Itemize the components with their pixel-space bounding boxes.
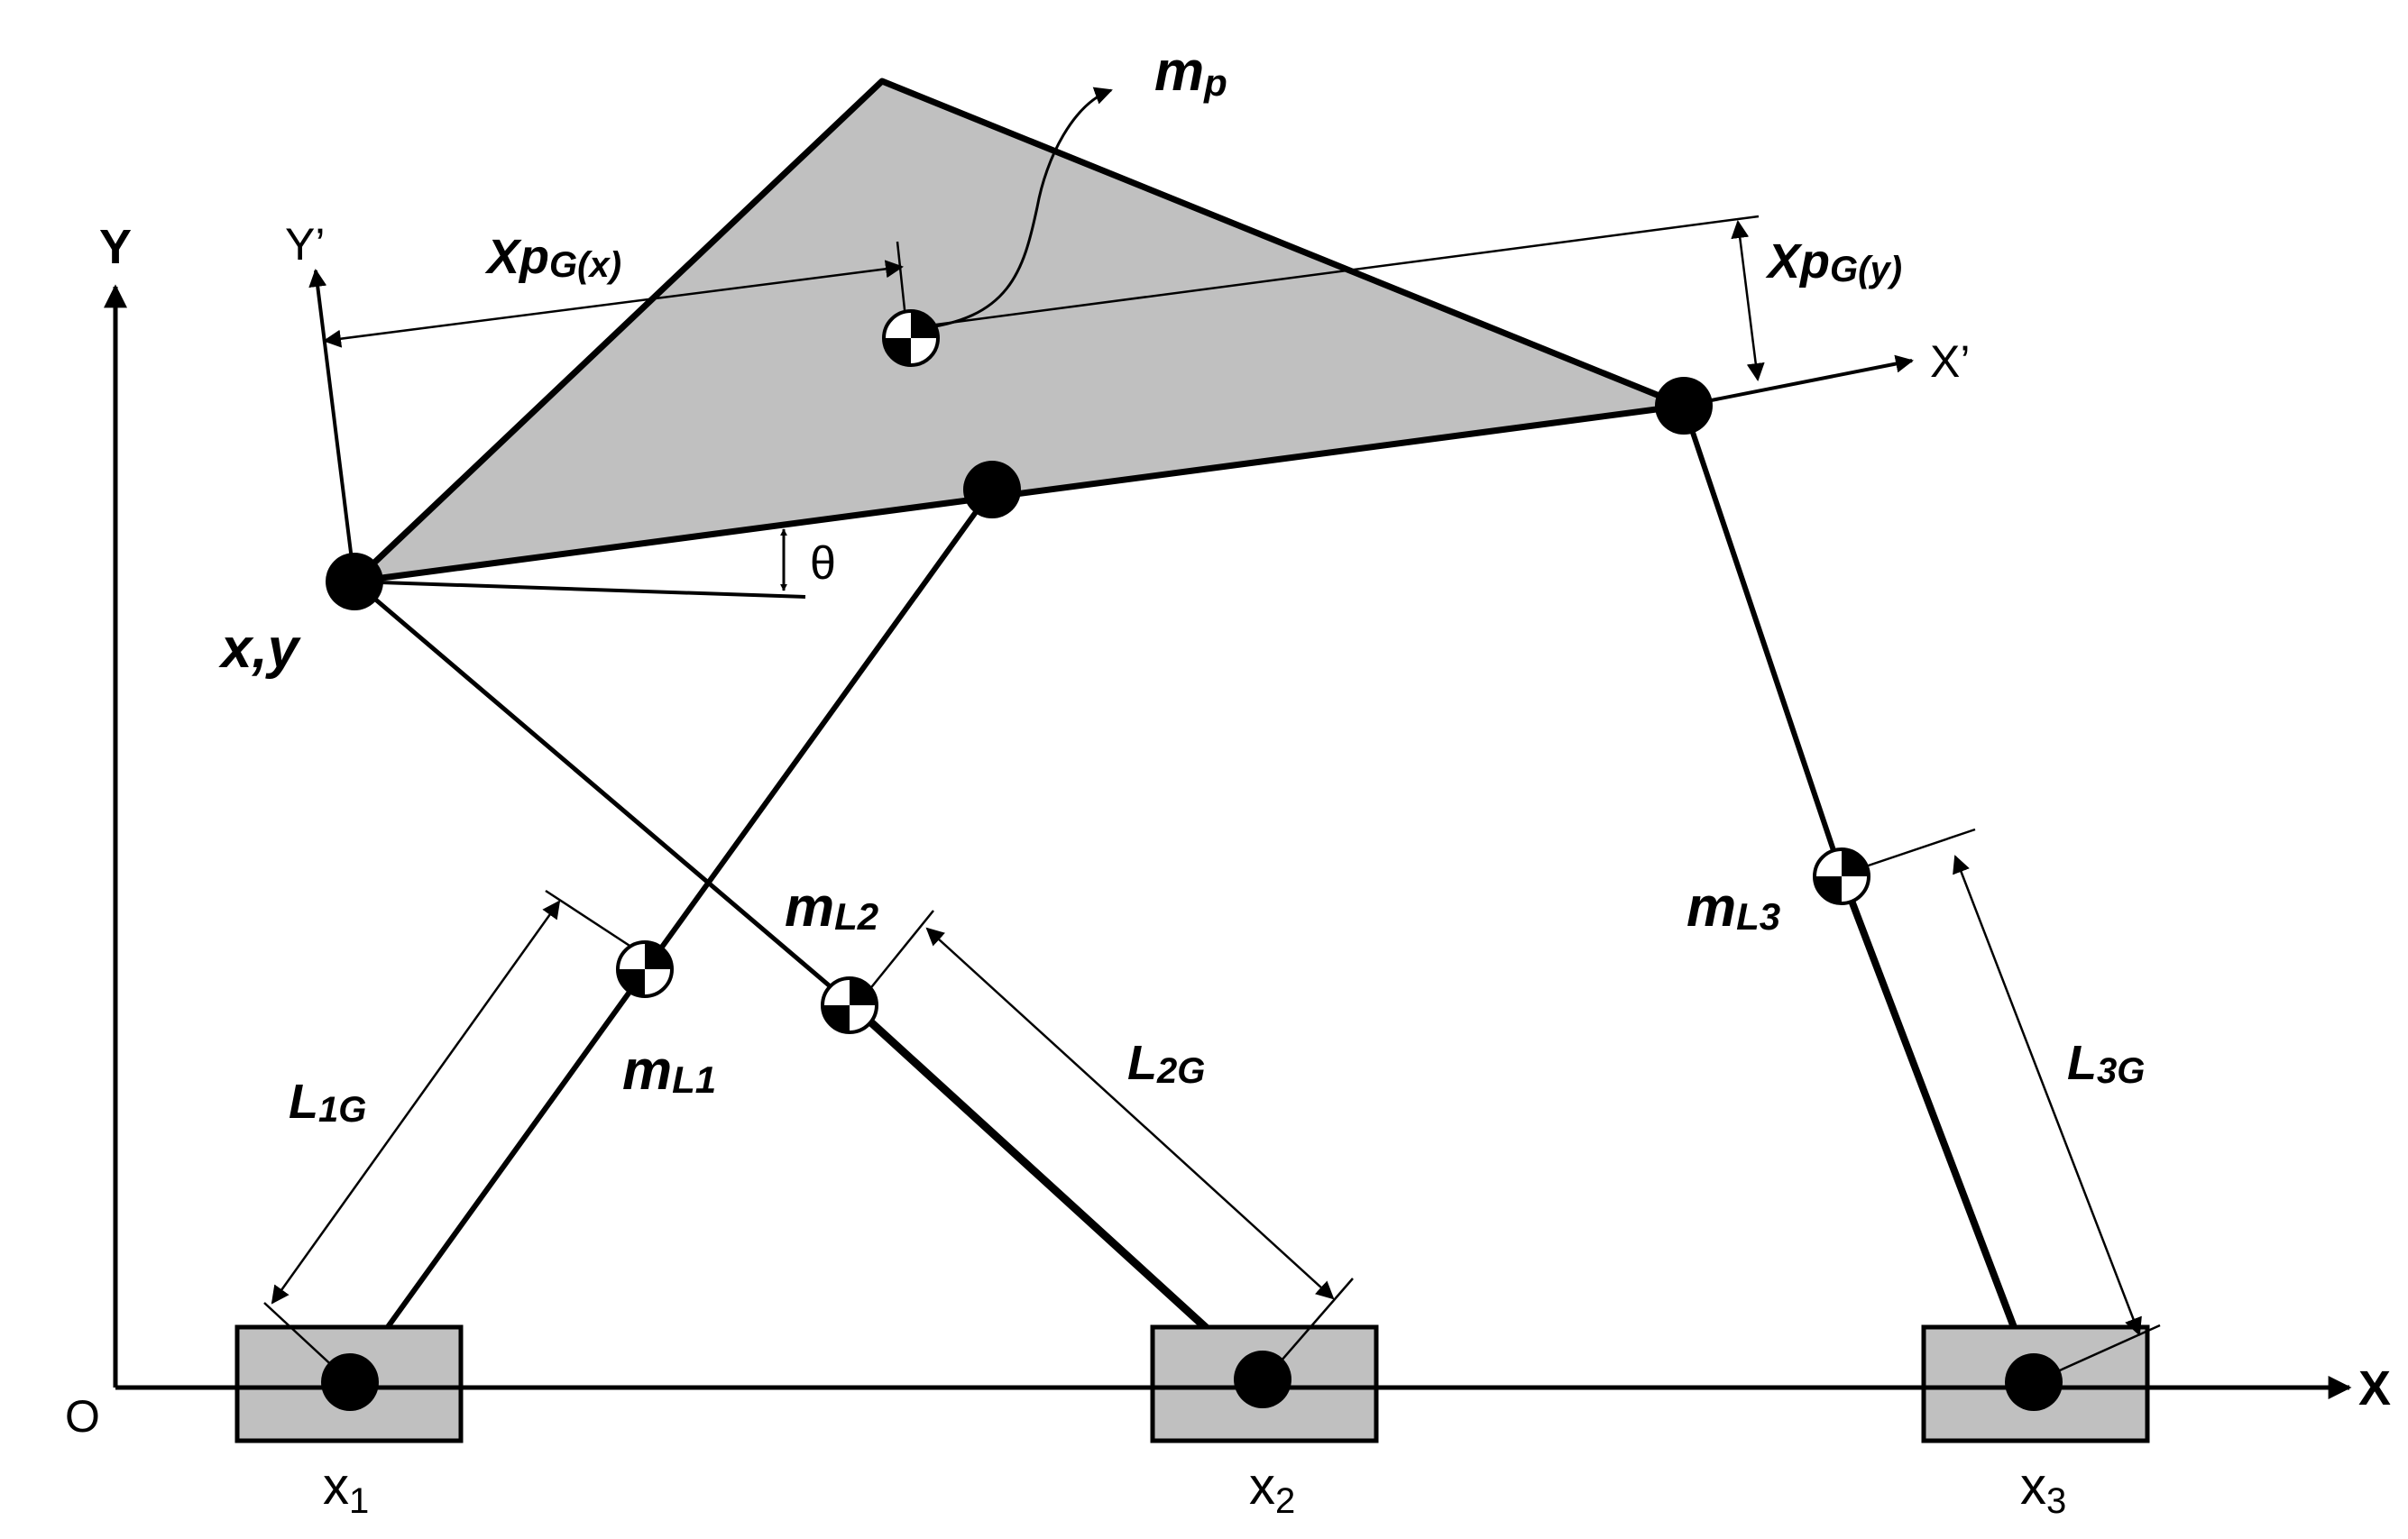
- x-prime-label: X’: [1930, 336, 1970, 387]
- ml3-label: mL3: [1687, 876, 1780, 939]
- xpg-y-label-sub: G(y): [1830, 250, 1902, 289]
- xy-label: x,y: [218, 618, 302, 680]
- xpg-y-label: XpG(y): [1765, 234, 1902, 289]
- xpg-y-reference-line: [914, 215, 1760, 329]
- l1g-arrow: [271, 900, 561, 1305]
- ml1-label-main: m: [622, 1040, 672, 1102]
- platform-mass-label: mp: [1154, 41, 1227, 104]
- x-axis-label: X: [2358, 1361, 2391, 1415]
- com-leg-1: [616, 940, 674, 998]
- xpg-x-label: XpG(x): [484, 230, 621, 285]
- xpg-x-arrow: [323, 260, 904, 348]
- com-leg-2-q3: [823, 1005, 850, 1032]
- l2g-label-sub: 2G: [1156, 1051, 1205, 1091]
- l3g-arrow: [1953, 855, 2142, 1336]
- com-platform-q3: [884, 338, 911, 365]
- x3-label: x3: [2020, 1457, 2066, 1521]
- l1g-label-sub: 1G: [318, 1090, 366, 1130]
- l1g-extension-top: [545, 889, 646, 957]
- joints: [326, 377, 1713, 610]
- sliders: [234, 1324, 2150, 1443]
- ml2-label-sub: L2: [834, 895, 878, 938]
- platform-mass-label-main: m: [1154, 41, 1204, 103]
- xpg-y-arrow: [1731, 220, 1765, 381]
- l2g-dimension: L2G: [856, 910, 1354, 1383]
- y-axis-label: Y: [99, 220, 132, 274]
- com-platform-q1: [911, 311, 938, 338]
- xpg-x-label-main: Xp: [484, 230, 549, 284]
- x3-label-sub: 3: [2046, 1481, 2066, 1521]
- leg-3-upper: [1681, 405, 1844, 875]
- x1-label-sub: 1: [349, 1481, 369, 1521]
- l3g-label-sub: 3G: [2097, 1051, 2145, 1091]
- l2g-label-main: L: [1127, 1036, 1157, 1090]
- com-leg-1-q1: [645, 942, 672, 969]
- l2g-arrow: [925, 927, 1335, 1300]
- joint-platform-mid: [963, 461, 1021, 518]
- x-prime-axis-line: [1683, 354, 1914, 408]
- x1-label: x1: [323, 1457, 369, 1521]
- origin-label: O: [65, 1391, 100, 1442]
- platform-triangle: [351, 78, 1687, 585]
- com-leg-2-q1: [850, 978, 877, 1005]
- xpg-y-label-main: Xp: [1765, 234, 1830, 289]
- com-leg-2: [821, 976, 878, 1034]
- com-platform: [882, 309, 940, 367]
- x3-label-main: x: [2020, 1457, 2046, 1516]
- com-leg-3-q1: [1842, 849, 1869, 876]
- platform-mass-callout: mp: [914, 41, 1227, 331]
- ml1-label-sub: L1: [672, 1058, 716, 1101]
- moving-platform: [351, 78, 1687, 585]
- joint-xy: [326, 553, 383, 610]
- theta-label: θ: [810, 537, 836, 590]
- l3g-label-main: L: [2067, 1036, 2097, 1090]
- ml2-label-main: m: [785, 876, 834, 939]
- l2g-label: L2G: [1127, 1036, 1205, 1091]
- theta-reference-line: [354, 580, 806, 599]
- x1-label-main: x: [323, 1457, 349, 1516]
- xpg-x-label-sub: G(x): [549, 245, 621, 285]
- leg-2-upper: [353, 580, 854, 1007]
- l3g-dimension: L3G: [1841, 828, 2161, 1384]
- com-leg-3: [1813, 847, 1870, 905]
- xpg-x-dimension: XpG(x): [323, 230, 908, 348]
- y-prime-label: Y’: [285, 219, 325, 270]
- l1g-dimension: L1G: [263, 889, 646, 1383]
- l2g-extension-bottom: [1262, 1278, 1354, 1383]
- ml3-label-sub: L3: [1736, 895, 1780, 938]
- joint-platform-right: [1655, 377, 1713, 435]
- leg-3-lower: [1838, 873, 2037, 1381]
- l1g-label: L1G: [289, 1075, 366, 1130]
- l1g-label-main: L: [289, 1075, 318, 1129]
- l3g-label: L3G: [2067, 1036, 2145, 1091]
- xpg-y-dimension: XpG(y): [914, 215, 1902, 381]
- ml3-label-main: m: [1687, 876, 1736, 939]
- y-prime-axis-line: [308, 269, 356, 582]
- ml2-label: mL2: [785, 876, 878, 939]
- ml1-label: mL1: [622, 1040, 716, 1102]
- platform-mass-label-sub: p: [1203, 61, 1227, 104]
- x2-label-sub: 2: [1275, 1481, 1295, 1521]
- com-leg-3-q3: [1815, 876, 1842, 903]
- leg-1: [347, 488, 995, 1381]
- platform-mass-leader: [914, 87, 1113, 331]
- x2-label: x2: [1249, 1457, 1295, 1521]
- x2-label-main: x: [1249, 1457, 1275, 1516]
- com-leg-1-q3: [618, 969, 645, 996]
- local-axes: X’ Y’ θ: [285, 219, 1970, 599]
- l1g-extension-bottom: [263, 1302, 351, 1383]
